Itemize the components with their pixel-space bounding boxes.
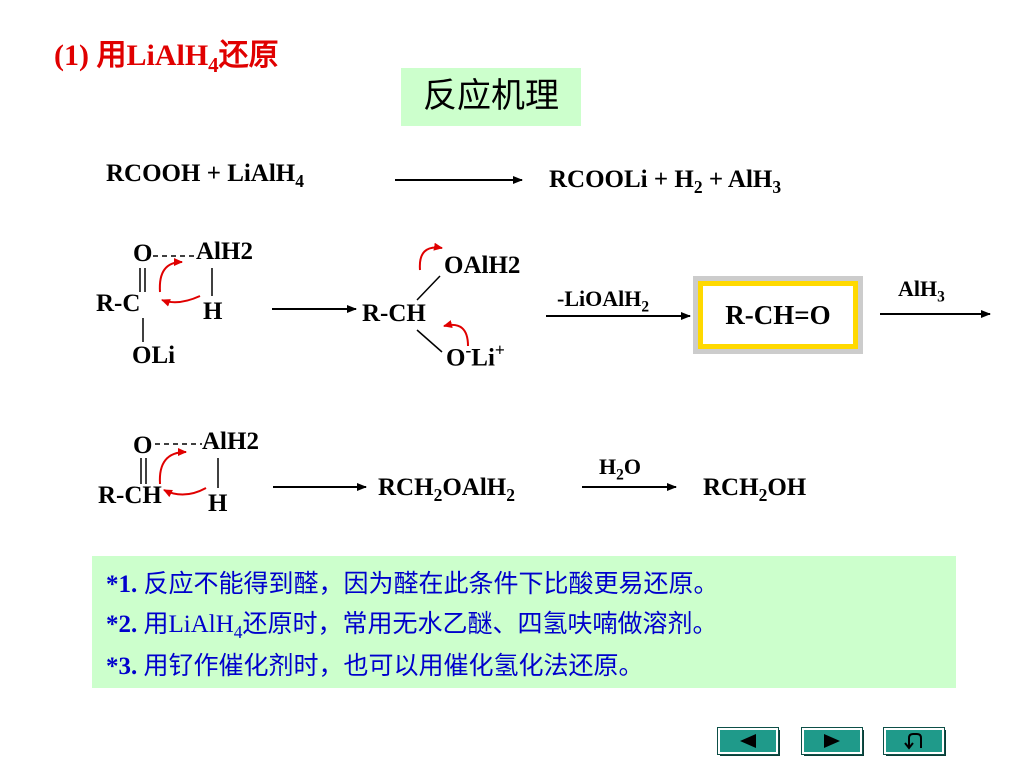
mech1-oalh2: OAlH2	[444, 252, 521, 279]
mech1-curved-arrow-3	[418, 242, 443, 271]
mech2-rch: R-CH	[98, 482, 162, 509]
note-2: *2. 用LiAlH4还原时，常用无水乙醚、四氢呋喃做溶剂。	[106, 611, 718, 642]
note-3: *3. 用钌作催化剂时，也可以用催化氢化法还原。	[106, 653, 644, 680]
mech1-curved-arrow-1	[158, 258, 183, 293]
mech1-o-minus-li-plus: O-Li+	[446, 340, 505, 372]
slide-title: (1) 用LiAlH4还原	[54, 39, 279, 77]
return-arrow-icon	[904, 733, 922, 750]
mech1-oxygen: O	[133, 240, 153, 267]
mech2-water-reagent: H2O	[599, 454, 641, 484]
right-triangle-icon	[824, 734, 840, 748]
mech1-ch-o-bond-lower	[416, 329, 443, 353]
mech2-intermediate: RCH2OAlH2	[378, 474, 515, 505]
left-triangle-icon	[740, 734, 756, 748]
mech1-alh2: AlH2	[196, 238, 253, 265]
aldehyde-product: R-CH=O	[703, 286, 853, 344]
mech1-leaving-group: -LiOAlH2	[557, 286, 650, 316]
mech1-oli: OLi	[132, 342, 176, 369]
return-button[interactable]	[883, 727, 945, 755]
prev-slide-button[interactable]	[717, 727, 779, 755]
aldehyde-product-box: R-CH=O	[693, 276, 863, 354]
mech2-oxygen: O	[133, 432, 153, 459]
notes-box: *1. 反应不能得到醛，因为醛在此条件下比酸更易还原。 *2. 用LiAlH4还…	[92, 556, 956, 688]
eq1-reactants: RCOOH + LiAlH4	[106, 160, 305, 191]
note-1: *1. 反应不能得到醛，因为醛在此条件下比酸更易还原。	[106, 571, 719, 598]
next-slide-button[interactable]	[801, 727, 863, 755]
mech1-alh3-reagent: AlH3	[898, 276, 945, 306]
mech1-ch-o-bond-upper	[416, 275, 441, 301]
mech2-curved-arrow-2	[163, 487, 207, 498]
mech1-curved-arrow-4	[443, 320, 469, 347]
mech2-hydride: H	[208, 490, 228, 517]
mech2-curved-arrow-1	[158, 448, 187, 485]
mech1-rc: R-C	[96, 290, 141, 317]
mechanism-label: 反应机理	[401, 68, 581, 126]
mech2-alcohol-product: RCH2OH	[703, 474, 807, 505]
mech1-curved-arrow-2	[161, 295, 201, 307]
eq1-products: RCOOLi + H2 + AlH3	[549, 166, 782, 197]
mech1-rch: R-CH	[362, 300, 426, 327]
mech2-alh2: AlH2	[202, 428, 259, 455]
mech1-hydride: H	[203, 298, 223, 325]
